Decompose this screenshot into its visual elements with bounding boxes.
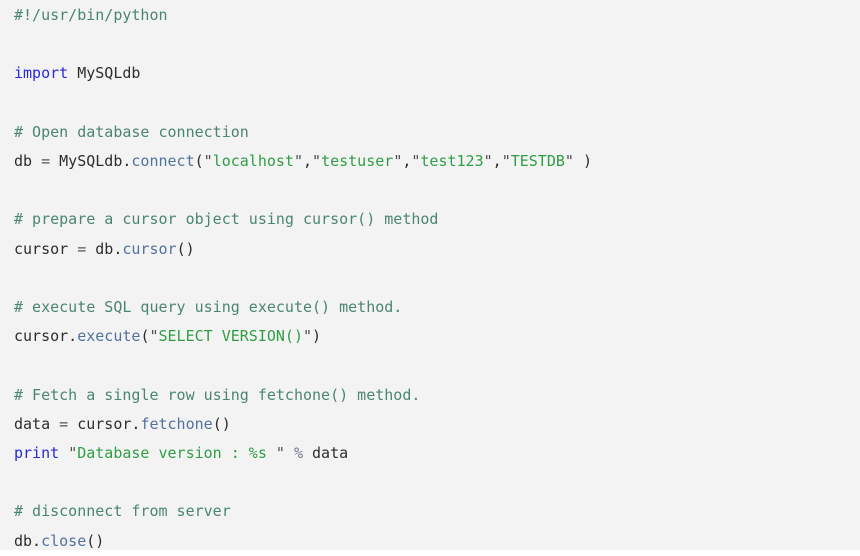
code-token-keyword: import: [14, 64, 69, 83]
code-token-plain: (): [176, 239, 195, 258]
code-token-quote: ": [411, 152, 421, 171]
code-line: import MySQLdb: [14, 59, 850, 88]
code-line: # prepare a cursor object using cursor()…: [14, 205, 850, 234]
code-token-operator: =: [59, 414, 69, 433]
code-token-method: cursor: [122, 239, 177, 258]
code-token-comment: #!/usr/bin/python: [14, 6, 168, 24]
code-line: cursor = db.cursor(): [14, 235, 850, 264]
code-token-string: TESTDB: [510, 152, 565, 171]
code-token-plain: cursor: [14, 239, 78, 258]
code-token-plain: (: [194, 152, 204, 171]
code-token-plain: [285, 444, 294, 462]
code-token-quote: ": [501, 152, 511, 171]
code-token-plain: MySQLdb.: [50, 152, 132, 171]
code-token-plain: ,: [402, 152, 412, 171]
code-token-plain: db: [14, 152, 42, 171]
code-token-quote: ": [564, 152, 574, 171]
code-token-plain: (: [140, 327, 150, 346]
code-token-quote: ": [393, 152, 403, 171]
code-token-plain: (): [212, 414, 231, 433]
code-line: [14, 176, 850, 205]
code-token-method: close: [41, 531, 87, 550]
code-token-quote: ": [275, 444, 285, 463]
code-token-quote: ": [149, 327, 159, 346]
code-token-plain: cursor.: [14, 327, 78, 346]
code-token-comment: # disconnect from server: [14, 502, 231, 521]
code-token-plain: cursor.: [68, 414, 141, 433]
code-token-operator: =: [41, 152, 51, 171]
code-token-method: connect: [131, 152, 195, 171]
code-line: # Fetch a single row using fetchone() me…: [14, 381, 850, 410]
code-token-plain: db.: [86, 239, 123, 258]
code-token-comment: # execute SQL query using execute() meth…: [14, 298, 403, 317]
code-token-string: localhost: [212, 152, 294, 171]
code-token-plain: ): [573, 152, 592, 171]
code-line: db.close(): [14, 527, 850, 556]
code-token-quote: ": [303, 327, 313, 346]
code-token-string: testuser: [321, 152, 394, 171]
code-line: [14, 89, 850, 118]
code-token-plain: ): [312, 327, 322, 346]
code-token-quote: ": [68, 444, 78, 463]
code-token-plain: (): [86, 531, 105, 550]
code-line: db = MySQLdb.connect("localhost","testus…: [14, 147, 850, 176]
code-token-plain: [59, 444, 68, 462]
code-line: [14, 351, 850, 380]
code-token-method: fetchone: [140, 414, 213, 433]
code-token-comment: # prepare a cursor object using cursor()…: [14, 210, 439, 229]
code-token-string: Database version : %s: [77, 444, 276, 463]
code-line: # Open database connection: [14, 118, 850, 147]
code-token-quote: ": [483, 152, 493, 171]
code-token-method: execute: [77, 327, 141, 346]
code-token-string: SELECT VERSION(): [158, 327, 304, 346]
code-token-operator2: %: [293, 444, 303, 463]
code-line: [14, 264, 850, 293]
code-token-plain: data: [303, 444, 349, 463]
code-line: [14, 30, 850, 59]
code-line: [14, 468, 850, 497]
code-line: # execute SQL query using execute() meth…: [14, 293, 850, 322]
code-token-quote: ": [312, 152, 322, 171]
code-token-keyword: print: [14, 444, 60, 463]
code-token-plain: data: [14, 414, 60, 433]
code-token-quote: ": [293, 152, 303, 171]
code-token-quote: ": [203, 152, 213, 171]
code-token-string: test123: [420, 152, 484, 171]
code-token-comment: # Fetch a single row using fetchone() me…: [14, 385, 421, 404]
code-line: print "Database version : %s " % data: [14, 439, 850, 468]
code-line: data = cursor.fetchone(): [14, 410, 850, 439]
code-token-plain: MySQLdb: [68, 64, 141, 83]
code-token-plain: ,: [492, 152, 502, 171]
code-line: cursor.execute("SELECT VERSION()"): [14, 322, 850, 351]
code-line: # disconnect from server: [14, 497, 850, 526]
code-token-plain: db.: [14, 531, 42, 550]
code-token-operator: =: [77, 239, 87, 258]
code-token-plain: ,: [303, 152, 313, 171]
code-token-comment: # Open database connection: [14, 122, 249, 141]
code-line: #!/usr/bin/python: [14, 1, 850, 30]
